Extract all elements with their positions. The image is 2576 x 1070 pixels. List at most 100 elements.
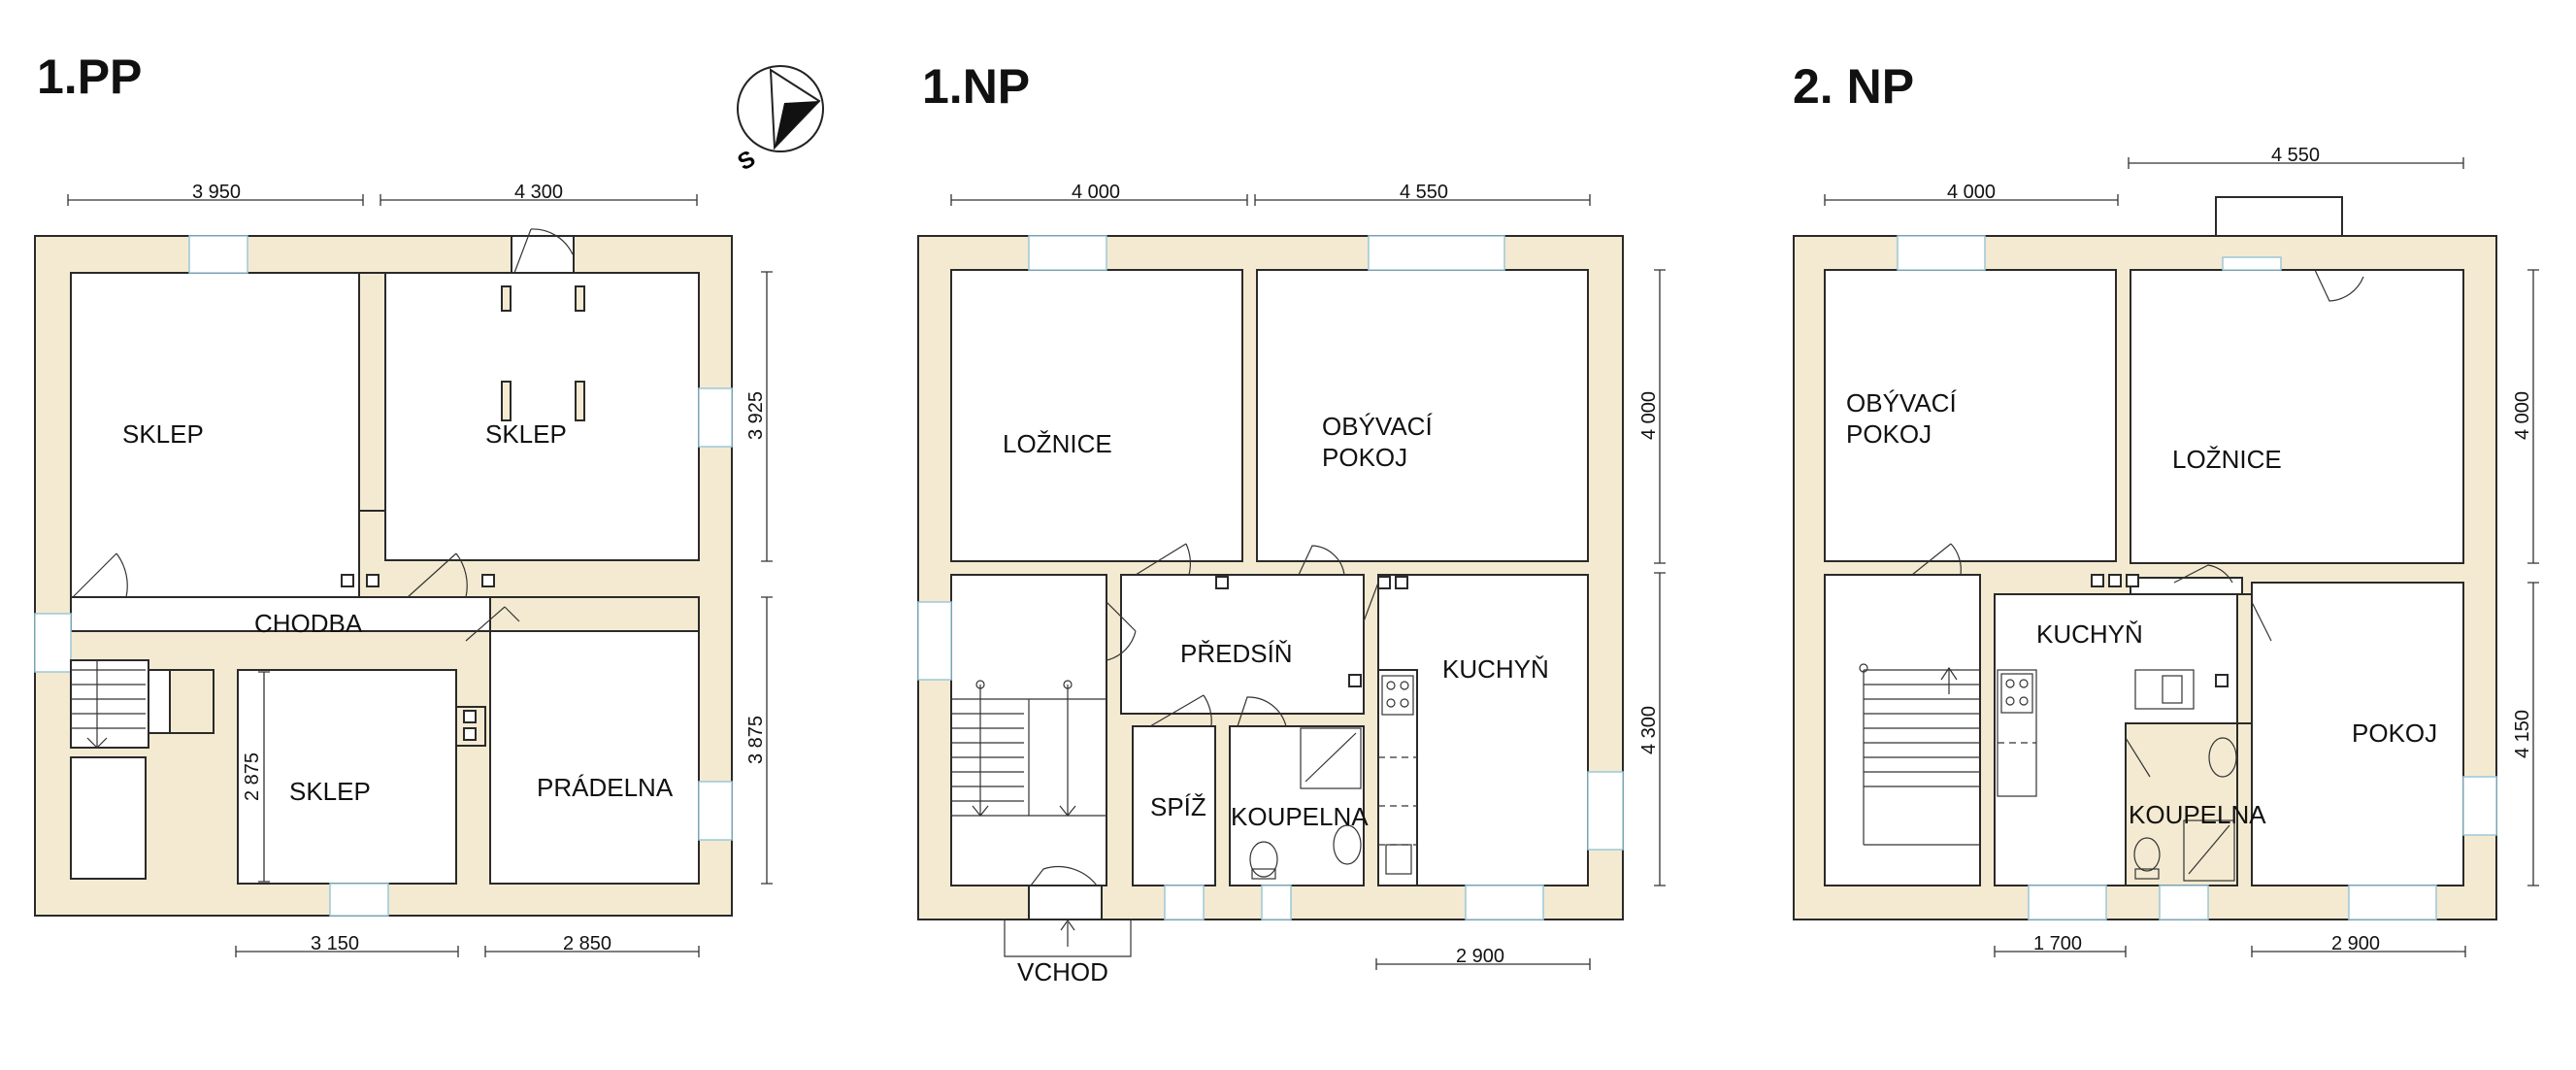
flue — [2108, 574, 2122, 587]
compass-label: S — [734, 146, 760, 176]
room-label: VCHOD — [1017, 957, 1108, 986]
compass-icon: S — [734, 65, 824, 176]
walls-2np — [1793, 235, 2497, 920]
dimension-label: 2 900 — [1456, 946, 1504, 967]
dimension-line — [2527, 269, 2539, 564]
dimension-label: 2 850 — [563, 933, 611, 954]
dimension-line — [380, 194, 698, 206]
pillar — [501, 381, 512, 421]
shower-icon — [1300, 727, 1362, 789]
window — [1897, 235, 1986, 271]
room-label: KUCHYŇ — [1442, 654, 1549, 684]
sink-icon — [2208, 737, 2237, 778]
floor-plan-1np: 1.NP — [917, 59, 1666, 986]
dimension-line — [2251, 946, 2466, 957]
wall-stub — [169, 669, 215, 734]
window — [1164, 885, 1205, 920]
window — [329, 883, 389, 917]
dimension-label: 4 000 — [1638, 391, 1660, 440]
dimension-label: 2 900 — [2331, 933, 2380, 954]
window — [2159, 885, 2209, 920]
room-label: PRÁDELNA — [537, 773, 674, 802]
window — [1465, 885, 1544, 920]
dimension-label: 4 000 — [2512, 391, 2533, 440]
room-label: SKLEP — [122, 419, 204, 449]
flue — [1348, 674, 1362, 687]
pillar — [575, 381, 585, 421]
walls-1np — [917, 235, 1624, 920]
door-swing — [1149, 694, 1212, 727]
door-swing — [1106, 601, 1137, 661]
flue — [2215, 674, 2229, 687]
dimension-label: 4 550 — [1400, 182, 1448, 203]
flue — [463, 727, 477, 741]
dimension-label: 3 150 — [311, 933, 359, 954]
room-label: LOŽNICE — [2172, 445, 2282, 474]
window — [1261, 885, 1292, 920]
dimension-label: 4 300 — [514, 182, 563, 203]
door-swing — [1237, 696, 1287, 727]
dimension-line — [2128, 157, 2464, 169]
toilet-icon — [1249, 841, 1278, 878]
dimension-label: 3 925 — [745, 391, 767, 440]
room-label: SPÍŽ — [1150, 792, 1206, 821]
flue — [366, 574, 380, 587]
door-swing — [2251, 601, 2272, 642]
room-label: LOŽNICE — [1003, 429, 1112, 458]
flue — [463, 710, 477, 723]
dimension-line — [1824, 194, 2119, 206]
floor-title-2np: 2. NP — [1793, 59, 1914, 114]
dimension-line — [761, 271, 773, 562]
room-label: POKOJ — [2352, 719, 2437, 748]
dimension-line — [67, 194, 364, 206]
flue — [1215, 576, 1229, 589]
kitchen-counter — [1377, 669, 1418, 886]
pillar — [501, 285, 512, 312]
window — [698, 387, 733, 448]
dimension-line — [484, 946, 700, 957]
dimension-line — [761, 596, 773, 885]
window — [1587, 771, 1624, 851]
window — [698, 781, 733, 841]
room-label: PŘEDSÍŇ — [1180, 639, 1293, 668]
window — [917, 601, 952, 681]
door-swing — [2173, 564, 2233, 584]
dimension-label: 3 875 — [745, 716, 767, 764]
window — [2222, 256, 2282, 271]
flue — [481, 574, 495, 587]
dimension-label: 4 000 — [1072, 182, 1120, 203]
room-label: CHODBA — [254, 609, 363, 638]
dimension-label: 4 550 — [2271, 145, 2320, 166]
door-swing — [2314, 269, 2364, 302]
window — [1368, 235, 1505, 271]
dimension-label: 4 300 — [1638, 706, 1660, 754]
dimension-label: 4 150 — [2512, 710, 2533, 758]
sink-icon — [1333, 824, 1362, 865]
dimension-line — [235, 946, 459, 957]
flue — [2091, 574, 2104, 587]
kitchen-counter — [1997, 669, 2195, 797]
window — [2028, 885, 2107, 920]
room-label: KOUPELNA — [2129, 800, 2266, 829]
entrance-door — [1028, 885, 1103, 920]
window — [2348, 885, 2437, 920]
room-label: OBÝVACÍ — [1322, 412, 1433, 441]
dimension-line — [950, 194, 1248, 206]
dimension-label: 4 000 — [1947, 182, 1996, 203]
dimension-line — [2527, 582, 2539, 886]
room-label: POKOJ — [1846, 419, 1932, 449]
dimension-line — [1654, 572, 1666, 886]
floor-title-1np: 1.NP — [922, 59, 1030, 114]
wall-stub — [358, 272, 386, 512]
floor-plan-2np: 2. NP — [1793, 59, 2539, 957]
staircase-1np — [951, 680, 1106, 817]
flue — [1377, 576, 1391, 589]
room-label: KOUPELNA — [1231, 802, 1369, 831]
toilet-icon — [2133, 837, 2161, 872]
room-label: OBÝVACÍ — [1846, 388, 1957, 418]
door-swing — [465, 606, 520, 642]
dimension-line — [1994, 946, 2127, 957]
room-label: POKOJ — [1322, 443, 1407, 472]
pillar — [575, 285, 585, 312]
